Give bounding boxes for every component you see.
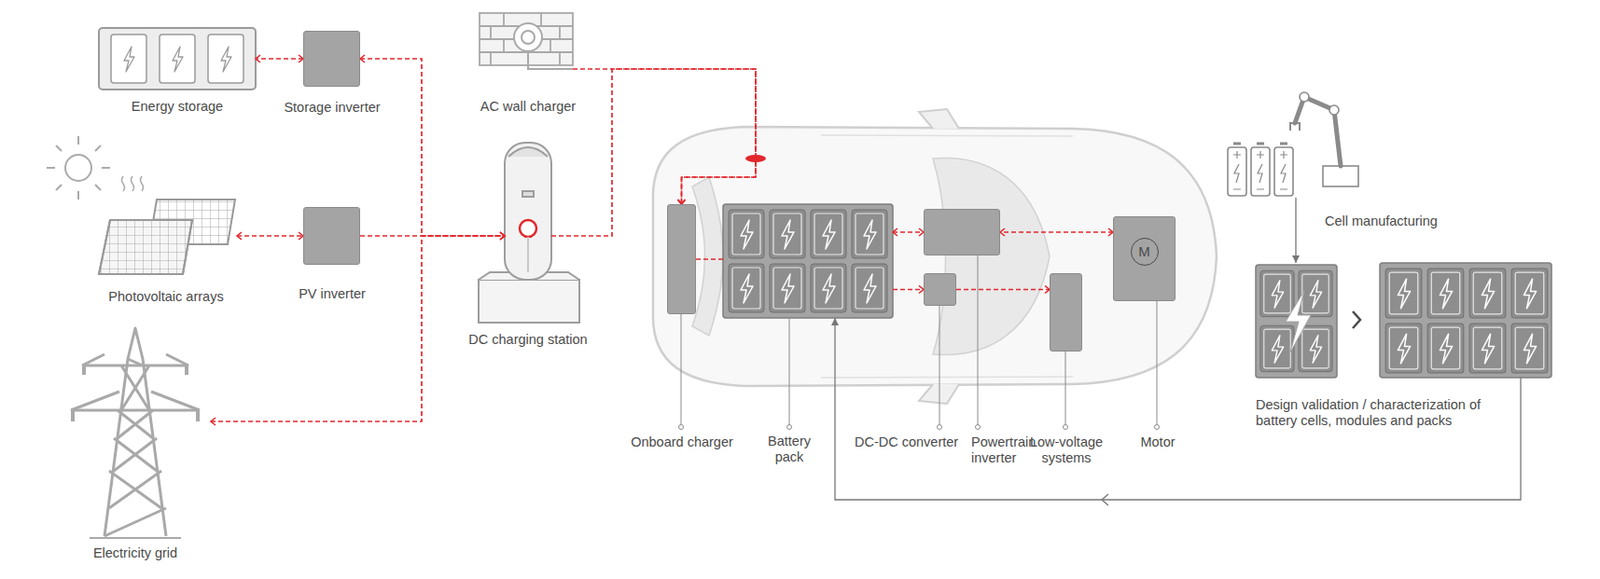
manufacturing-icon: Cell manufacturing	[1224, 91, 1358, 198]
component-label: Electricity grid	[93, 545, 178, 562]
motor-box: MMotor	[1113, 216, 1176, 302]
pv-icon: Photovoltaic arrays	[97, 197, 237, 277]
power-flow-line	[892, 289, 924, 292]
validation-icon: Design validation / characterization of …	[1255, 263, 1552, 378]
component-label: Motor	[1140, 434, 1175, 451]
component-label: Onboard charger	[630, 434, 734, 451]
module-and-pack-icon	[1255, 263, 1552, 378]
component-label: Photovoltaic arrays	[108, 289, 223, 306]
inverter-box: Storage inverter	[303, 30, 361, 87]
component-label: AC wall charger	[480, 98, 576, 115]
process-arrow	[834, 318, 1521, 501]
wall-charger-icon	[479, 13, 573, 70]
component-label: DC charging station	[468, 332, 587, 348]
power-flow-line	[572, 69, 756, 205]
storage-icon: Energy storage	[98, 27, 256, 90]
motor-symbol: M	[1130, 237, 1159, 266]
cell-manufacturing-icon	[1227, 92, 1359, 196]
power-flow-line	[956, 289, 1050, 292]
power-flow-line	[892, 231, 924, 234]
battery-pack: Battery pack	[723, 204, 893, 319]
dc-charger: DC charging station	[504, 142, 552, 280]
power-flow-line	[360, 58, 505, 237]
component-label: Energy storage	[131, 98, 223, 115]
component-label: Design validation / characterization of …	[1255, 397, 1506, 430]
power-flow-line	[695, 258, 724, 261]
power-flow-line	[236, 235, 304, 237]
photovoltaic-icon	[46, 136, 236, 275]
component-box: Low-voltage systems	[1049, 273, 1083, 352]
component-box: Onboard charger	[667, 204, 696, 315]
power-flow-line	[255, 57, 304, 60]
process-arrow	[1294, 197, 1296, 264]
wall-charger: AC wall charger	[479, 13, 573, 70]
component-box: DC-DC converter	[923, 273, 957, 307]
component-label: Low-voltage systems	[1023, 434, 1110, 467]
energy-storage-icon	[98, 27, 256, 90]
component-label: Storage inverter	[283, 99, 380, 116]
dc-charger-icon	[478, 142, 580, 323]
component-label: Cell manufacturing	[1324, 213, 1438, 230]
component-box: Powertrain inverter	[923, 208, 1001, 256]
battery-pack-icon	[723, 204, 893, 319]
component-label: Battery pack	[763, 433, 816, 466]
car-outline	[653, 109, 1217, 404]
grid-icon: Electricity grid	[61, 326, 211, 539]
leader-lines	[679, 255, 1160, 431]
power-flow-line	[1000, 231, 1114, 234]
inverter-box: PV inverter	[303, 207, 361, 265]
power-flow-line	[551, 69, 756, 237]
component-label: PV inverter	[298, 286, 366, 303]
component-label: DC-DC converter	[854, 434, 959, 451]
transmission-tower-icon	[70, 328, 200, 539]
